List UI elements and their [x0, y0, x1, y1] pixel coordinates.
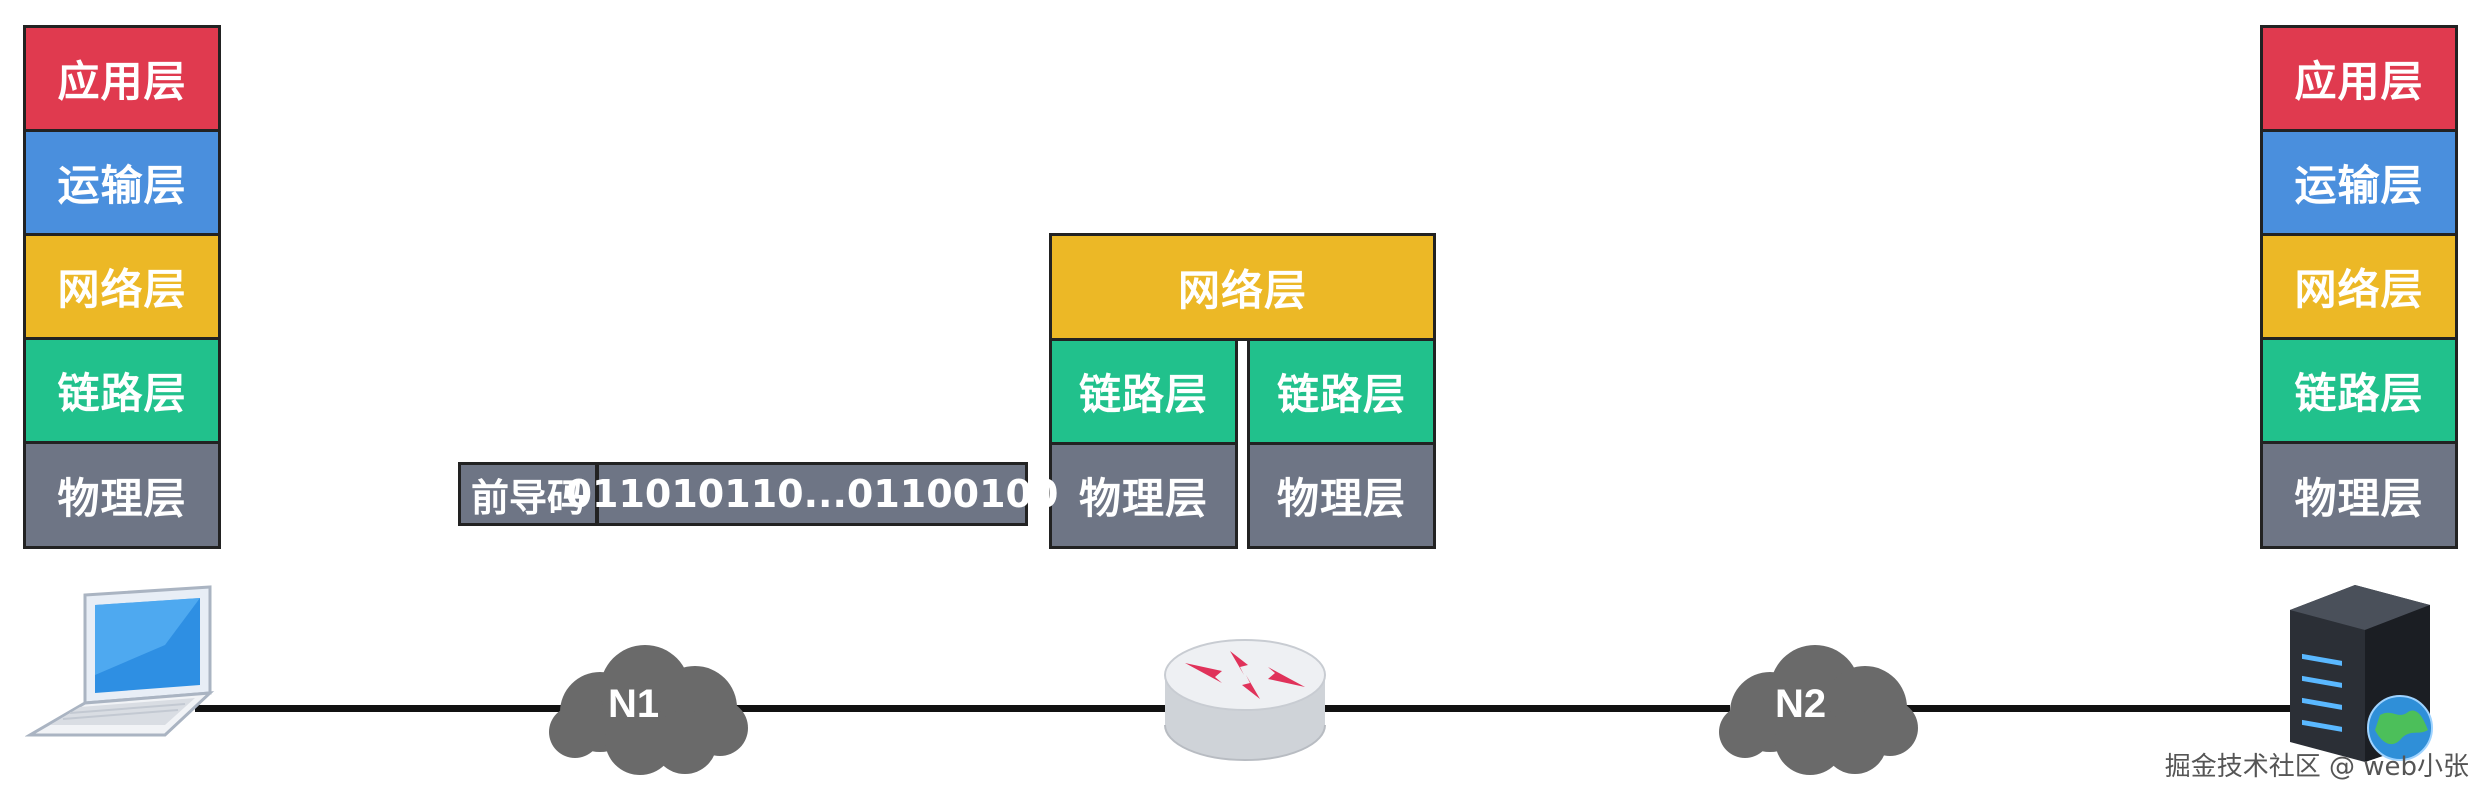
left-physical-layer: 物理层	[23, 441, 221, 549]
left-transport-layer: 运输层	[23, 129, 221, 236]
left-network-layer: 网络层	[23, 233, 221, 340]
left-application-layer: 应用层	[23, 25, 221, 132]
network-n1-label: N1	[608, 682, 660, 726]
link-line-3	[1310, 705, 1730, 712]
frame-preamble: 前导码	[458, 462, 598, 526]
right-application-layer: 应用层	[2260, 25, 2458, 132]
router-physical-layer-right: 物理层	[1247, 442, 1436, 549]
link-line-1	[195, 705, 565, 712]
link-line-4	[1895, 705, 2315, 712]
watermark-text: 掘金技术社区 @ web小张	[2164, 752, 2469, 782]
router-icon	[1164, 639, 1326, 761]
link-line-2	[730, 705, 1180, 712]
server-icon	[2290, 585, 2433, 762]
right-physical-layer: 物理层	[2260, 441, 2458, 549]
frame-bits: 011010110...01100100	[566, 462, 1058, 526]
cloud-icon	[1719, 645, 1918, 775]
right-network-layer: 网络层	[2260, 233, 2458, 340]
right-transport-layer: 运输层	[2260, 129, 2458, 236]
network-n2-label: N2	[1775, 682, 1827, 726]
router-link-layer-right: 链路层	[1247, 338, 1436, 445]
left-link-layer: 链路层	[23, 337, 221, 444]
right-link-layer: 链路层	[2260, 337, 2458, 444]
router-physical-layer-left: 物理层	[1049, 442, 1238, 549]
router-link-layer-left: 链路层	[1049, 338, 1238, 445]
laptop-icon	[25, 585, 215, 737]
router-network-layer: 网络层	[1049, 233, 1436, 341]
cloud-icon	[549, 645, 748, 775]
